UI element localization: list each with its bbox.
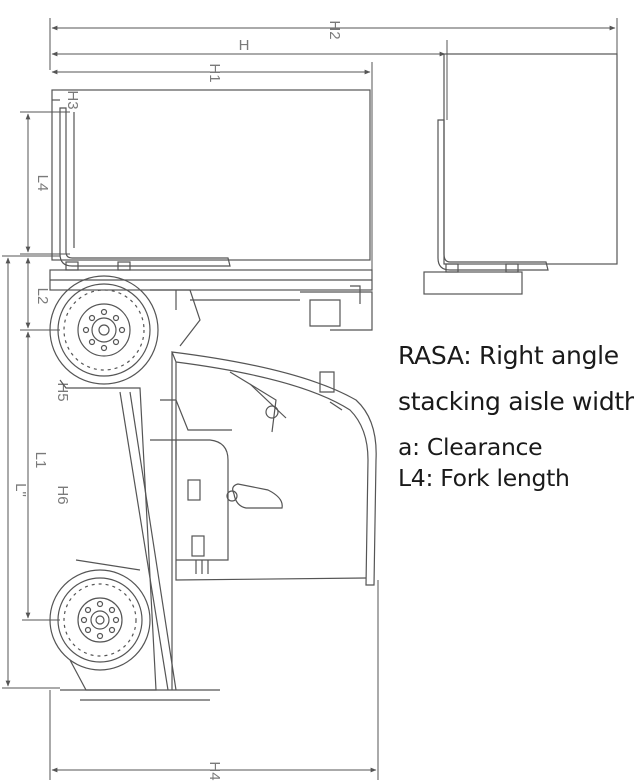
dimension-h [51,40,448,120]
dimension-h1 [51,62,373,280]
front-wheel [49,275,159,385]
dimension-l1 [22,331,60,621]
label-h3: H3 [64,90,81,109]
truck-body [59,285,377,701]
label-l1: L1 [32,452,49,469]
legend-rasa-line2: stacking aisle width [398,387,634,416]
mast-and-forks [49,107,373,291]
legend: RASA: Right angle stacking aisle width a… [398,340,634,494]
label-l4: L4 [34,175,51,192]
label-l-double-prime: L" [12,483,29,497]
load-block-side [51,89,371,261]
rear-wheel [49,569,151,671]
dimension-l4 [20,111,70,255]
load-block-right [423,53,618,295]
label-h6: H6 [54,485,71,504]
label-h5: H5 [54,382,71,401]
label-l2: L2 [34,288,51,305]
label-h1: H1 [206,63,223,82]
dimension-l2 [20,257,60,331]
label-h: H [239,37,250,54]
legend-rasa-line1: RASA: Right angle [398,341,619,370]
legend-clearance: a: Clearance [398,433,543,461]
dimension-h4 [49,580,379,780]
legend-fork-length: L4: Fork length [398,464,570,492]
label-h2: H2 [326,20,343,39]
label-h4: H4 [206,761,223,780]
dimension-l-double-prime [2,255,60,689]
